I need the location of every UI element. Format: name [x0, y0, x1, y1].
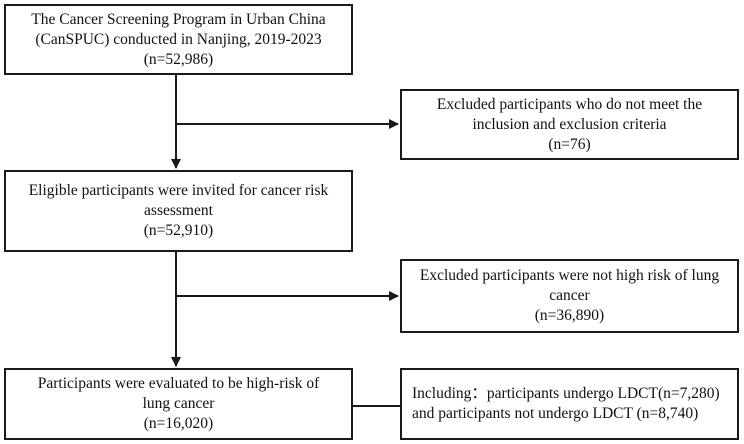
- excluded-criteria-count: (n=76): [548, 135, 591, 153]
- including-ldct-box: Including：participants undergo LDCT(n=7,…: [400, 368, 739, 440]
- excluded-not-high-risk-line2: cancer: [549, 287, 590, 304]
- high-risk-participants-count: (n=16,020): [143, 415, 214, 432]
- excluded-not-high-risk-count: (n=36,890): [534, 307, 605, 324]
- screening-program-line2: (CanSPUC) conducted in Nanjing, 2019-202…: [35, 30, 322, 48]
- excluded-criteria-line1: Excluded participants who do not meet th…: [436, 95, 703, 113]
- eligible-participants-line2: assessment: [144, 202, 213, 219]
- excluded-criteria-line2: inclusion and exclusion criteria: [472, 115, 667, 133]
- high-risk-participants-line2: lung cancer: [142, 395, 215, 412]
- including-ldct-line2: and participants not undergo LDCT (n=8,7…: [412, 405, 699, 422]
- high-risk-participants-box: Participants were evaluated to be high-r…: [4, 368, 353, 440]
- screening-program-count: (n=52,986): [143, 50, 214, 68]
- eligible-participants-box: Eligible participants were invited for c…: [4, 170, 353, 252]
- excluded-not-high-risk-box: Excluded participants were not high risk…: [400, 259, 739, 333]
- excluded-criteria-box: Excluded participants who do not meet th…: [400, 89, 739, 160]
- eligible-participants-count: (n=52,910): [143, 222, 214, 239]
- excluded-not-high-risk-line1: Excluded participants were not high risk…: [419, 267, 720, 284]
- eligible-participants-line1: Eligible participants were invited for c…: [28, 182, 329, 199]
- including-ldct-line1: Including：participants undergo LDCT(n=7,…: [412, 385, 720, 402]
- high-risk-participants-line1: Participants were evaluated to be high-r…: [37, 375, 320, 392]
- screening-program-box: The Cancer Screening Program in Urban Ch…: [4, 4, 353, 75]
- screening-program-line1: The Cancer Screening Program in Urban Ch…: [31, 10, 326, 28]
